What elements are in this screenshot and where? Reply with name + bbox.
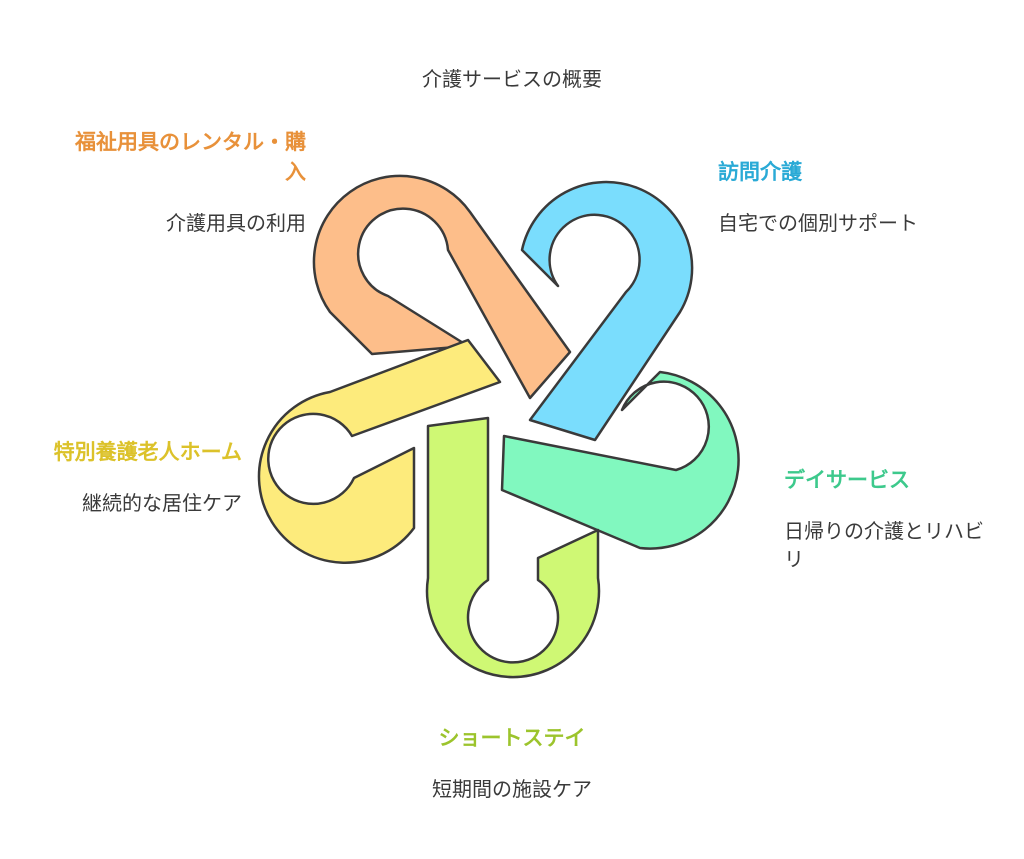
item-short-stay-heading: ショートステイ bbox=[438, 726, 586, 750]
item-short-stay: ショートステイ 短期間の施設ケア bbox=[362, 723, 662, 803]
item-home-care: 訪問介護 自宅での個別サポート bbox=[718, 157, 958, 237]
item-day-service: デイサービス 日帰りの介護とリハビリ bbox=[784, 465, 984, 573]
item-nursing-home-heading: 特別養護老人ホーム bbox=[53, 440, 242, 464]
item-rental-description: 介護用具の利用 bbox=[166, 211, 306, 235]
item-rental: 福祉用具のレンタル・購入 介護用具の利用 bbox=[70, 127, 306, 237]
loop-short-stay bbox=[425, 416, 601, 679]
diagram-title: 介護サービスの概要 bbox=[422, 67, 602, 91]
loop-nursing-home bbox=[257, 338, 502, 564]
item-rental-heading: 福祉用具のレンタル・購入 bbox=[75, 130, 306, 184]
item-nursing-home: 特別養護老人ホーム 継続的な居住ケア bbox=[30, 437, 242, 517]
item-home-care-description: 自宅での個別サポート bbox=[718, 211, 918, 235]
loop-day-service bbox=[500, 370, 740, 550]
item-day-service-heading: デイサービス bbox=[784, 468, 910, 492]
item-day-service-description: 日帰りの介護とリハビリ bbox=[784, 519, 984, 571]
item-home-care-heading: 訪問介護 bbox=[718, 160, 802, 184]
loop-home-care bbox=[520, 180, 694, 442]
item-short-stay-description: 短期間の施設ケア bbox=[432, 777, 592, 801]
item-nursing-home-description: 継続的な居住ケア bbox=[82, 491, 242, 515]
